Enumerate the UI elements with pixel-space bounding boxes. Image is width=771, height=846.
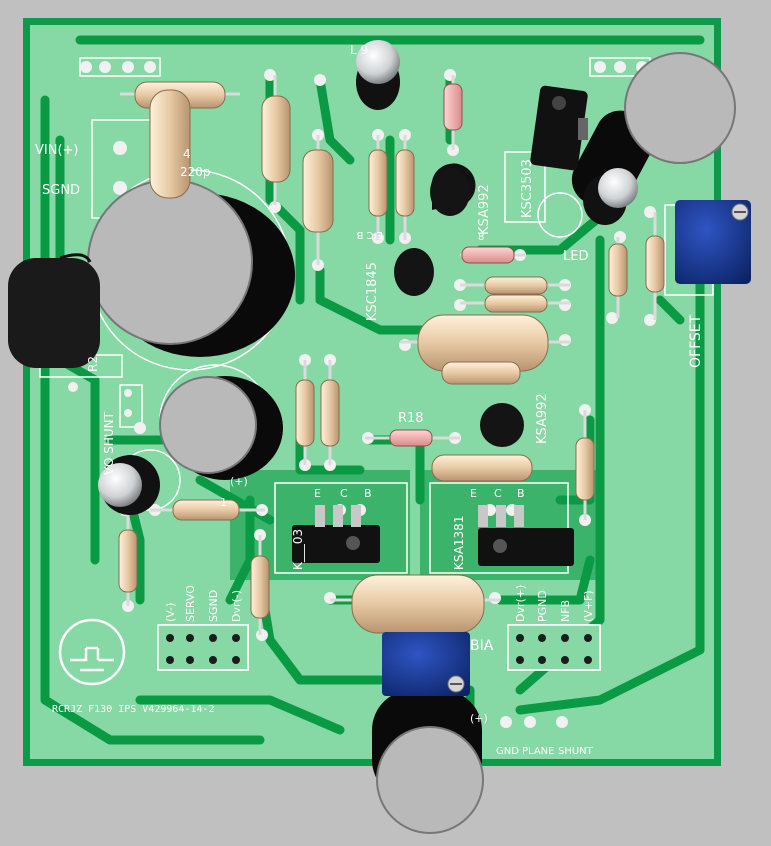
transistor-to92-ksc1845 <box>394 248 434 296</box>
label-ecb-ksc1845: E C B <box>356 229 383 240</box>
label-ksc3503: KSC3503 <box>520 159 535 218</box>
electrolytic-capacitor-main <box>87 179 295 357</box>
transistor-to126-ksc3503 <box>530 85 588 171</box>
resistor-vertical <box>261 75 291 205</box>
resistor-vertical <box>320 360 340 465</box>
bottom-label-gnd: GND <box>496 746 519 757</box>
label-sgnd-input: SGND <box>42 183 80 198</box>
header-right-label-nfb: NFB <box>559 600 572 622</box>
header-left-label-sgnd: SGND <box>207 590 220 622</box>
label-servo-shunt: VO SHUNT <box>102 411 116 475</box>
bottom-label-plane: PLANE <box>522 746 554 757</box>
solder-pads <box>68 61 656 728</box>
label-pin-c-right: C <box>494 487 502 500</box>
board-footer-text: RCRJZ F130 IPS V429964-14-2 <box>52 704 215 715</box>
label-r18: R18 <box>398 411 424 426</box>
resistor-vertical <box>368 135 388 240</box>
inductor-toroid <box>8 253 100 368</box>
label-offset: OFFSET <box>688 314 704 368</box>
header-right-label-v-plus-f: (V+F) <box>582 590 595 622</box>
label-r2: R2 <box>86 356 100 372</box>
header-right-label-pgnd: PGND <box>536 590 549 622</box>
resistor-vertical <box>395 135 415 240</box>
resistor-vertical <box>118 510 138 606</box>
trimmer-potentiometer-bias <box>382 632 470 696</box>
resistor-vertical <box>608 237 628 318</box>
fet-logo-icon <box>58 618 126 686</box>
power-resistor-bottom <box>330 574 500 634</box>
label-ksa1381: KSA1381 <box>452 516 466 570</box>
label-ksc1845: KSC1845 <box>365 262 380 321</box>
label-plus-bottom: (+) <box>470 712 488 725</box>
transistor-to126-ksa1381 <box>478 505 574 566</box>
resistor-horizontal <box>460 294 570 313</box>
label-pin-c-left: C <box>340 487 348 500</box>
header-left-label-servo: SERVO <box>184 585 197 622</box>
label-ksa992-mid: KSA992 <box>535 393 550 444</box>
resistor-pink <box>460 246 525 264</box>
resistor-pink-vertical <box>443 75 463 150</box>
transistor-to92-ksa992-mid <box>480 403 524 447</box>
led-right <box>583 168 638 225</box>
label-pin-e-left: E <box>314 487 321 500</box>
label-led-top: L 9 <box>350 43 368 57</box>
electrolytic-capacitor-bottom <box>372 690 484 834</box>
label-led: LED <box>563 249 588 264</box>
header-right-label-dvr-plus: Dvr(+) <box>514 585 527 622</box>
transistor-to92-ksa992-top <box>430 163 476 216</box>
header-left-label-dvr-minus: Dvr(-) <box>230 590 243 622</box>
resistor-vertical <box>250 535 270 635</box>
bottom-label-shunt: SHUNT <box>558 746 594 757</box>
resistor-vertical <box>302 135 334 265</box>
resistor-vertical <box>645 212 665 320</box>
resistor-horizontal <box>460 276 570 295</box>
label-q-left: K___03 <box>291 529 305 570</box>
label-pin-b-right: B <box>517 487 525 500</box>
header-left-label-v-minus: (V-) <box>164 603 177 622</box>
trimmer-potentiometer-offset <box>675 200 751 284</box>
pin-header-right <box>507 624 601 671</box>
pin-header-left <box>157 624 249 671</box>
electrolytic-capacitor-mid <box>159 376 283 480</box>
label-pin-b-left: B <box>364 487 372 500</box>
led-top <box>356 40 400 110</box>
resistor-r18 <box>365 429 460 447</box>
label-vin: VIN(+) <box>35 143 79 158</box>
resistor-vertical <box>295 360 315 465</box>
label-cap-220p: 220p <box>180 165 211 179</box>
label-cap-number: 4 <box>183 147 191 161</box>
transistor-to126-left <box>292 505 380 563</box>
label-ksa992-top: KSA992 <box>477 184 492 235</box>
label-pin-e-right: E <box>470 487 477 500</box>
led-left <box>98 455 160 515</box>
label-plus-mid: (+) <box>230 475 248 488</box>
resistor-vertical <box>575 410 595 520</box>
label-bias: BIA <box>470 638 494 654</box>
power-resistor-horizontal <box>400 314 570 385</box>
label-dot: 8 <box>478 232 484 243</box>
resistor-loop <box>149 89 191 199</box>
resistor-horizontal <box>150 499 265 521</box>
label-designator-1: 1 <box>220 496 227 509</box>
capacitor-film-horizontal <box>431 454 533 482</box>
